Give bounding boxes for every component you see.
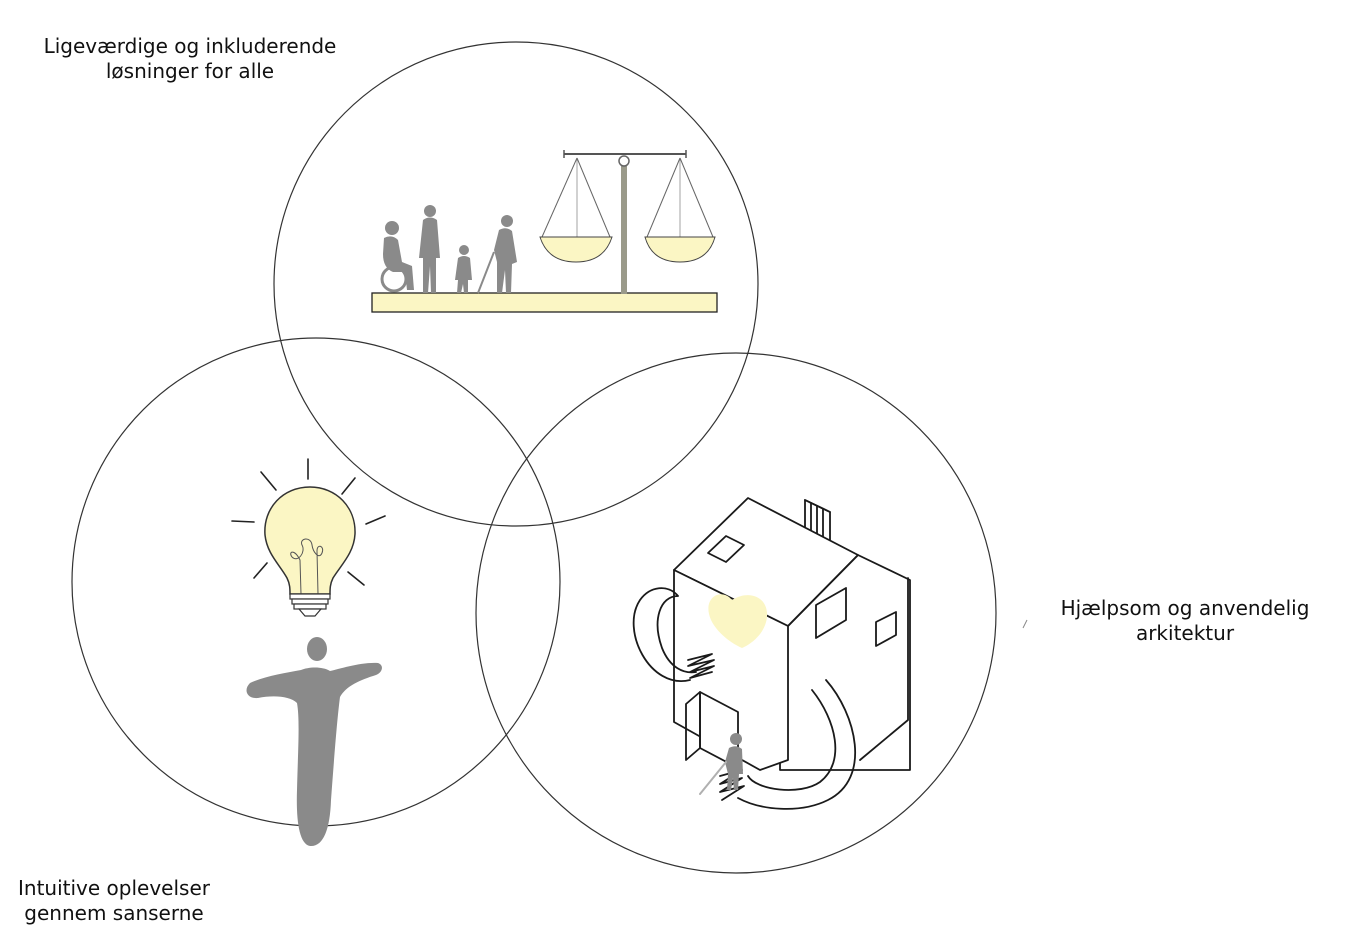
label-top-line1: Ligeværdige og inkluderende [43, 34, 337, 58]
pointer-mark [1022, 619, 1028, 629]
lightbulb-icon [231, 458, 386, 617]
circle-architecture [475, 352, 997, 874]
balance-scale-icon [539, 150, 716, 294]
person-arms-outstretched-icon [246, 637, 382, 847]
welcoming-house-icon [632, 497, 911, 810]
label-right-line2: arkitektur [1135, 621, 1235, 645]
person-with-cane-icon [477, 215, 517, 294]
label-helpful-architecture: Hjælpsom og anvendelig arkitektur [1025, 596, 1345, 646]
lightbulb-over-person-icon [231, 458, 386, 847]
label-top-line2: løsninger for alle [105, 59, 275, 83]
label-bottom-line1: Intuitive oplevelser [18, 876, 210, 900]
label-equal-inclusive-solutions: Ligeværdige og inkluderende løsninger fo… [0, 34, 380, 84]
visitor-with-cane-icon [725, 733, 743, 790]
circle-equality [273, 41, 759, 527]
child-figure-icon [455, 245, 472, 293]
label-intuitive-experiences: Intuitive oplevelser gennem sanserne [0, 876, 314, 926]
standing-adult-icon [419, 205, 440, 293]
label-bottom-line2: gennem sanserne [24, 901, 204, 925]
wheelchair-user-icon [380, 221, 414, 293]
scales-of-justice-with-diverse-people-icon [371, 150, 718, 313]
label-right-line1: Hjælpsom og anvendelig [1060, 596, 1310, 620]
